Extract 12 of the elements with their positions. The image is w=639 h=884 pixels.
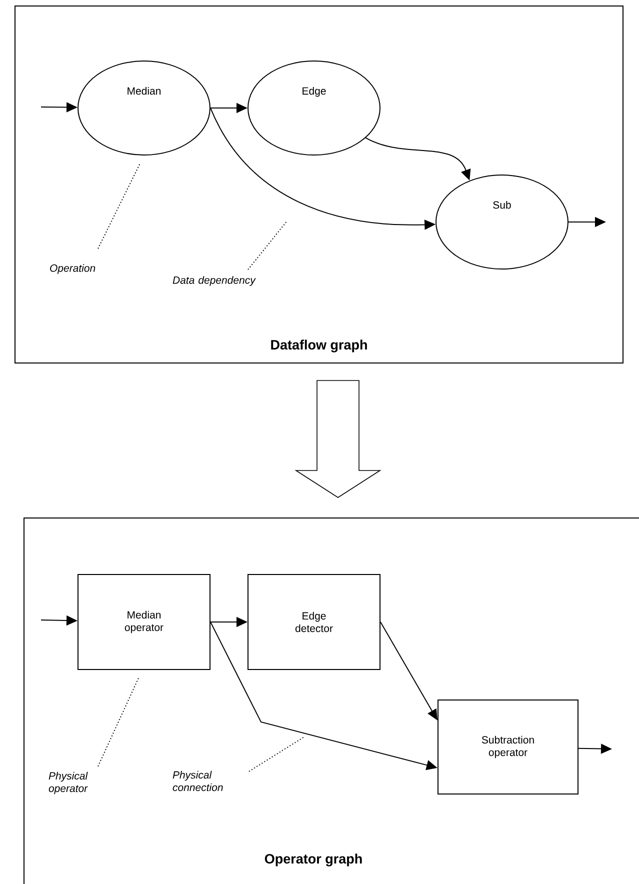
annotation-text: Operation — [50, 264, 96, 274]
leader-line — [98, 676, 140, 767]
block-arrow — [294, 380, 382, 498]
leader-line — [98, 163, 140, 250]
operator-box: Median operator — [78, 574, 210, 670]
operator-box: Subtraction operator — [438, 700, 578, 794]
leader-line — [248, 736, 304, 772]
annotation-text: Physical operator — [48, 772, 88, 794]
annotation-text: Physical connection — [172, 770, 223, 792]
annotation-text: Data dependency — [172, 276, 256, 286]
leader-line — [248, 220, 288, 270]
operator-box: Edge detector — [248, 574, 380, 670]
